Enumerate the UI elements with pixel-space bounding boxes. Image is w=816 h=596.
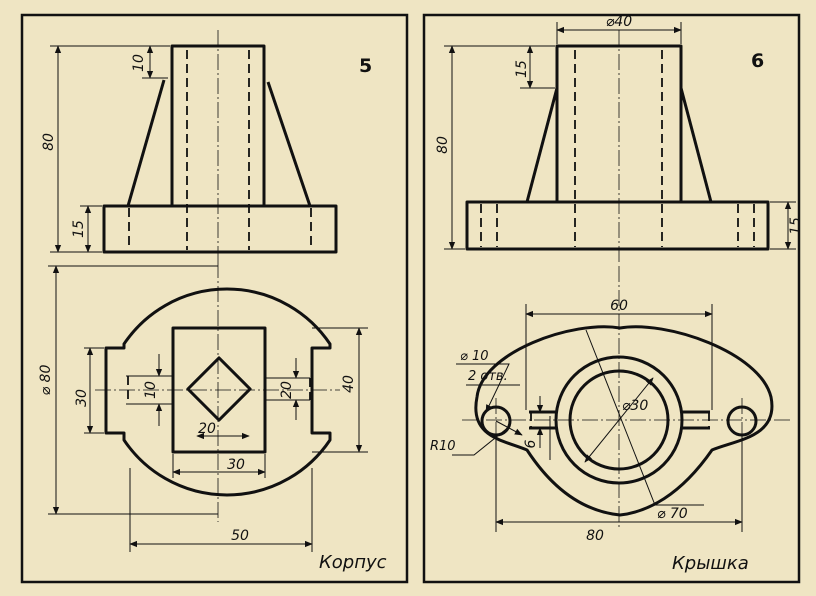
dim-5-10-top: 10 [131, 54, 147, 72]
panel-6-frame [422, 13, 801, 584]
dim-6-holes: 2 отв. [468, 369, 508, 384]
panel-6-top-view [452, 266, 790, 532]
dim-5-40-right: 40 [341, 375, 357, 393]
dim-5-10-plan: 10 [143, 381, 159, 399]
dim-5-15-base: 15 [71, 220, 87, 238]
dim-5-30-bottom: 30 [227, 457, 245, 473]
dim-6-60: 60 [610, 298, 628, 314]
panel-6-kryshka: ⌀40 6 15 80 15 [422, 13, 804, 584]
dim-6-80-bottom: 80 [586, 528, 604, 544]
dim-6-6: 6 [523, 439, 539, 448]
dim-5-dia80: ⌀ 80 [38, 365, 54, 396]
dim-6-15-top: 15 [514, 60, 530, 78]
dim-6-15-right: 15 [788, 217, 804, 235]
dim-6-80-height: 80 [435, 136, 451, 154]
dim-5-20-right: 20 [279, 381, 295, 399]
panel-5-frame [20, 13, 409, 584]
dim-6-dia10: ⌀ 10 [460, 349, 489, 364]
panel-6-number: 6 [751, 50, 764, 72]
panel-5-top-view [48, 262, 368, 552]
panel-5-number: 5 [359, 55, 372, 77]
dim-5-30-left: 30 [74, 389, 90, 407]
dim-5-50-bottom: 50 [231, 528, 249, 544]
panel-6-title: Крышка [672, 553, 749, 574]
dim-6-dia70: ⌀ 70 [657, 506, 688, 522]
dim-6-dia40: ⌀40 [606, 14, 632, 30]
panel-5-korpus: 5 10 80 15 [20, 13, 409, 584]
dim-5-80-height: 80 [41, 133, 57, 151]
dim-6-dia30: ⌀30 [622, 398, 648, 414]
dim-6-r10: R10 [430, 439, 456, 454]
panel-5-title: Корпус [319, 552, 387, 573]
panel-6-front-view [444, 22, 796, 262]
dim-5-20-square: 20 [198, 421, 216, 437]
panel-5-front-view [50, 30, 338, 262]
